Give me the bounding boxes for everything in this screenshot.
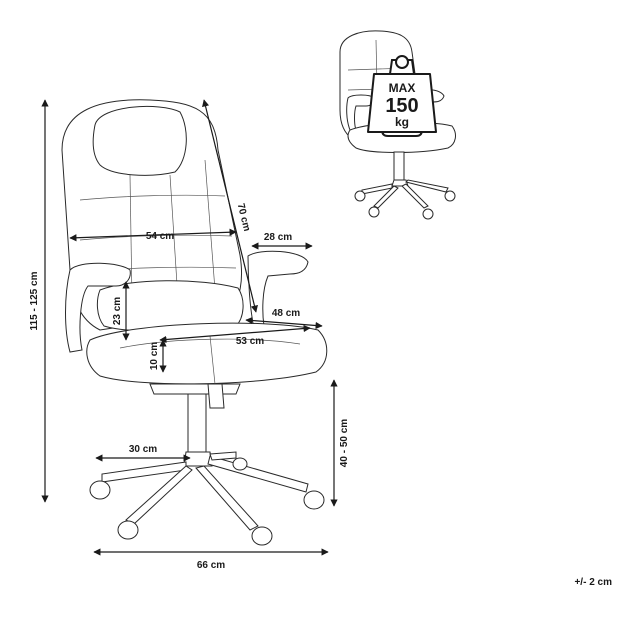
weight-icon: MAX 150 kg [367, 55, 437, 137]
backrest-height-label: 70 cm [235, 202, 253, 232]
base-width-label: 66 cm [197, 560, 225, 571]
seat-width-label: 53 cm [236, 336, 264, 347]
leg-length-label: 30 cm [129, 444, 157, 455]
load-badge-line1: MAX [389, 81, 416, 95]
backrest-height-line [202, 99, 258, 313]
chair-drawing [61, 99, 328, 546]
seat-thickness-label: 10 cm [149, 342, 160, 370]
load-badge-line3: kg [395, 115, 409, 129]
armrest-length-label: 28 cm [264, 232, 292, 243]
seat-depth-label: 48 cm [272, 308, 300, 319]
tolerance-note: +/- 2 cm [574, 577, 612, 588]
seat-height-label: 40 - 50 cm [339, 419, 350, 467]
backrest-width-line [69, 228, 237, 242]
total-height-label: 115 - 125 cm [29, 271, 40, 330]
backrest-width-label: 54 cm [146, 231, 174, 242]
load-badge-line2: 150 [385, 95, 418, 117]
seat-width-line [159, 324, 311, 344]
armrest-height-label: 23 cm [112, 297, 123, 325]
